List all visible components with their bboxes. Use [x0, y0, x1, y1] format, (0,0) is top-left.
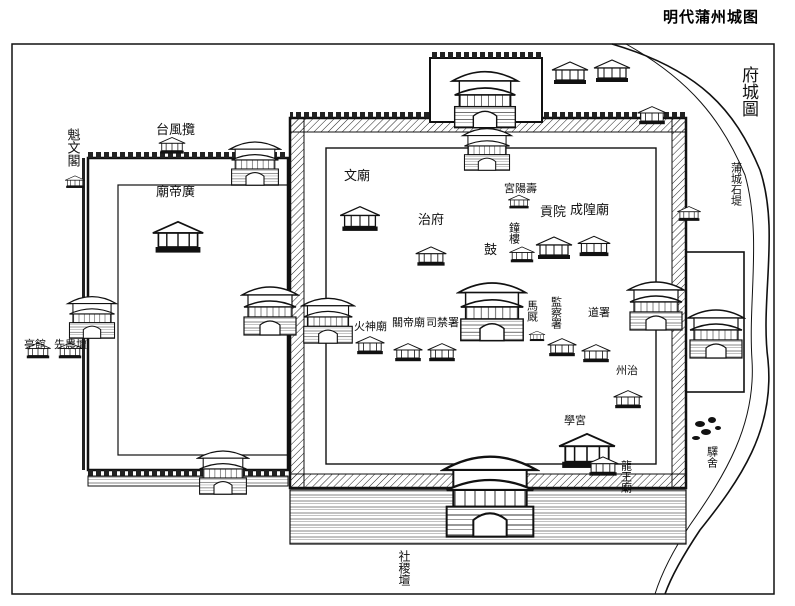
label-tai-feng-lan: 台風攬	[156, 123, 195, 138]
river-bank-inner	[625, 43, 755, 595]
label-huo-shen-miao: 火神廟	[354, 319, 387, 333]
cartouche-label: 府城圖	[738, 66, 759, 117]
label-yi-she: 驛舍	[706, 446, 719, 469]
label-xian-nong-tan: 先農壇	[54, 337, 87, 351]
label-guan-di-miao: 關帝廟	[392, 315, 425, 329]
label-she-ji-tan: 社稷壇	[397, 549, 411, 586]
center-drum-tower	[457, 281, 527, 342]
label-dao-shu: 道署	[588, 305, 610, 319]
label-zhong-lou: 鐘樓	[508, 221, 521, 245]
south-gate-tower	[442, 455, 538, 538]
east-gate	[627, 281, 685, 331]
label-ma-jiu: 馬厩	[526, 300, 539, 322]
label-gong-yuan: 貢院	[540, 205, 566, 220]
label-sou-yang-gong: 宮陽壽	[504, 181, 537, 195]
label-pu-cheng-shi-di: 蒲城石堤	[730, 161, 743, 206]
riverbank-stones	[692, 417, 721, 440]
building-ne-corner	[637, 106, 667, 125]
west-main-gate	[240, 285, 300, 337]
building-north-outer-2	[593, 59, 631, 83]
southwest-gate	[197, 450, 249, 495]
northwest-tower	[229, 141, 281, 186]
label-guan-ting: 亭館	[24, 337, 46, 351]
building-taifeng	[158, 136, 186, 155]
label-gu-lou: 鼓	[484, 243, 497, 258]
river-bank-outer	[611, 43, 770, 595]
label-miao-di-lan: 廟帝廣	[156, 184, 195, 200]
east-outer-gate	[686, 308, 746, 360]
label-wen-miao: 文廟	[344, 168, 370, 184]
label-yan-yi-shu: 監察署	[550, 295, 563, 330]
label-xue-gong: 學宮	[564, 413, 586, 427]
label-fu-zhi: 治府	[418, 213, 444, 228]
map-frame	[11, 43, 775, 595]
north-gate	[461, 127, 513, 172]
page-title: 明代蒲州城图	[662, 8, 759, 26]
north-gate-tower	[451, 70, 519, 129]
label-si-tai-shu: 司禁署	[426, 316, 459, 329]
building-kuiwen	[64, 175, 86, 189]
west-wall-gate	[300, 297, 356, 345]
west-city-gate	[67, 295, 117, 339]
east-bastion	[685, 251, 745, 393]
building-north-outer-1	[551, 61, 589, 85]
label-kuiwen-ge: 魁文閣	[65, 127, 81, 167]
label-long-wang-miao: 龍王廟	[620, 459, 633, 494]
label-cheng-huang-miao: 成隍廟	[570, 202, 609, 218]
label-zhou-zhi: 州治	[616, 363, 638, 377]
